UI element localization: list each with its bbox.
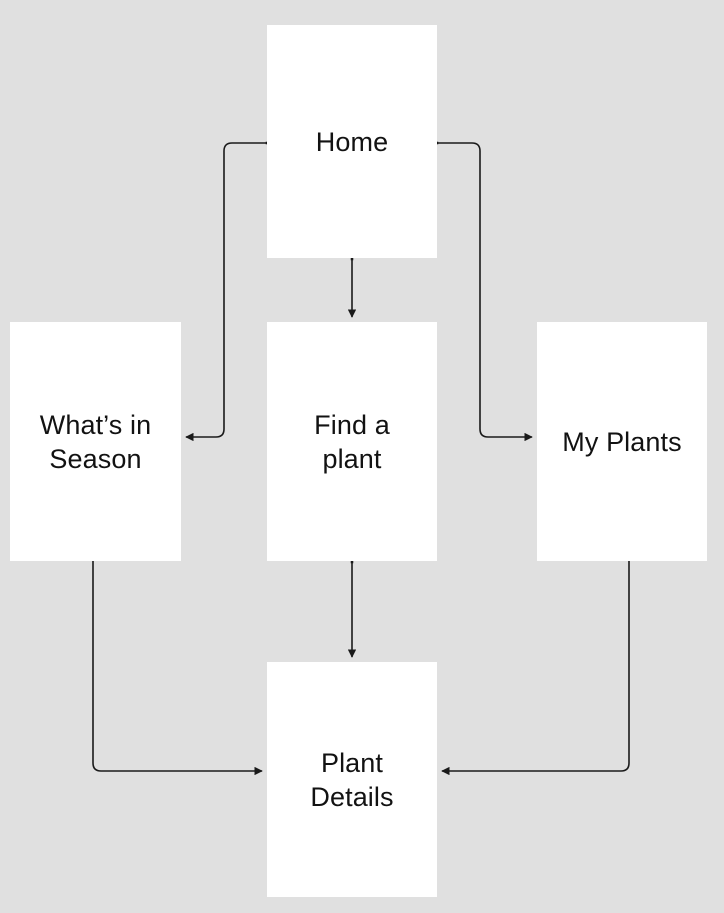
node-home[interactable]: Home (267, 25, 437, 258)
node-my-plants[interactable]: My Plants (537, 322, 707, 561)
node-my-plants-label: My Plants (562, 426, 682, 457)
node-whats-in-season[interactable]: What’s in Season (10, 322, 181, 561)
edge-myplants-to-details (441, 561, 630, 776)
node-whats-in-season-label: What’s in Season (39, 409, 152, 474)
edge-home-to-season (185, 141, 269, 442)
node-plant-details[interactable]: Plant Details (267, 662, 437, 897)
node-find-a-plant-label: Find a plant (314, 409, 390, 474)
node-find-a-plant[interactable]: Find a plant (267, 322, 437, 561)
edge-season-to-details (92, 561, 263, 776)
edge-home-to-myplants (435, 141, 533, 442)
node-plant-details-label: Plant Details (310, 747, 394, 812)
node-home-label: Home (315, 126, 389, 157)
